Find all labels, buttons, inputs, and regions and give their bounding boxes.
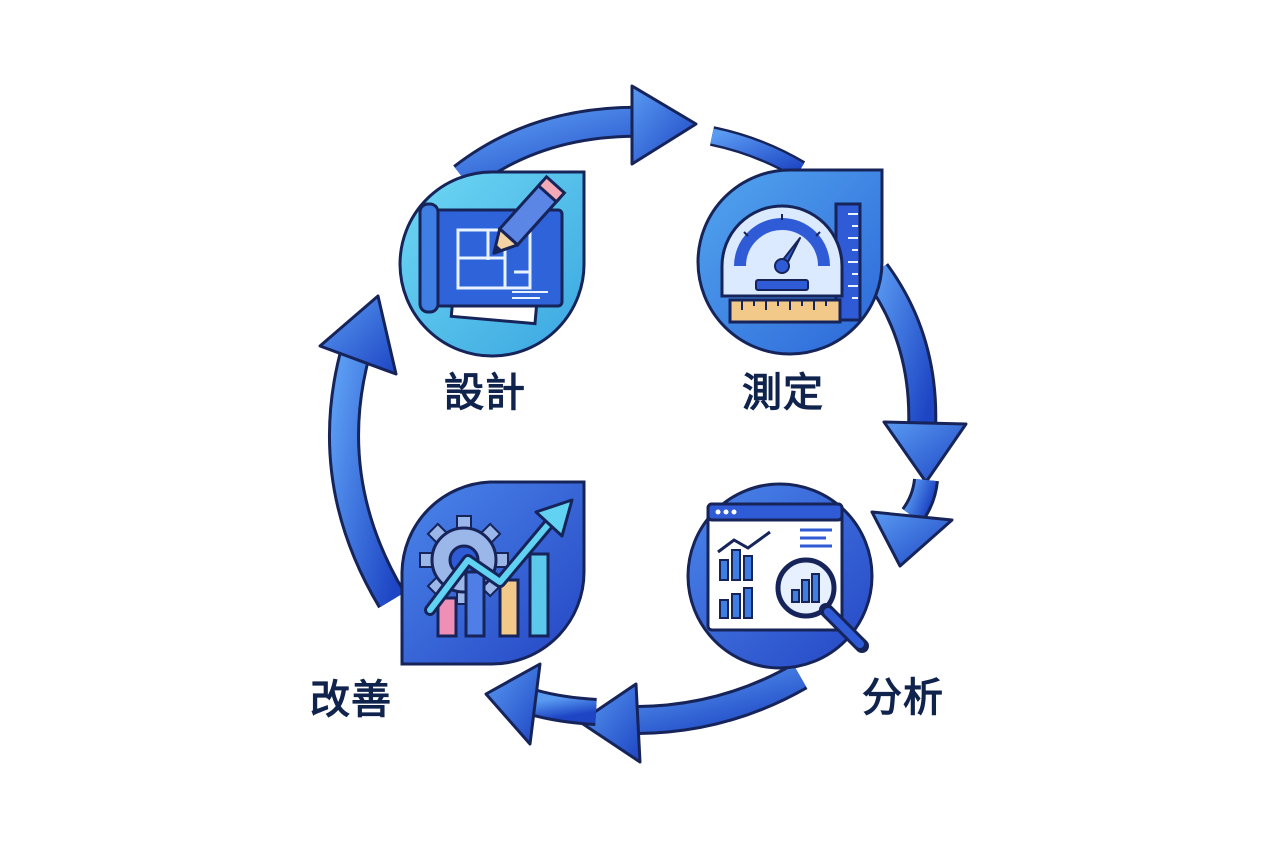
improve-badge — [400, 480, 586, 666]
chart-magnifier-icon — [706, 502, 869, 653]
measure-badge — [696, 168, 884, 356]
analyze-badge — [686, 482, 874, 670]
gear-growth-chart-icon — [419, 498, 574, 638]
arrow-measure-to-analyze — [863, 263, 968, 568]
arrow-analyze-to-improve — [484, 662, 808, 764]
stage-label-improve: 改善 — [310, 677, 392, 723]
gauge-ruler-icon — [720, 202, 862, 324]
arrow-design-to-measure — [453, 84, 698, 191]
arrow-measure-tail — [709, 126, 806, 179]
arrow-improve-to-design — [318, 294, 406, 609]
stage-label-analyze: 分析 — [862, 675, 944, 721]
design-badge — [398, 170, 586, 358]
stage-label-measure: 測定 — [742, 370, 824, 416]
stage-label-design: 設計 — [444, 370, 526, 416]
blueprint-pencil-icon — [418, 174, 567, 326]
